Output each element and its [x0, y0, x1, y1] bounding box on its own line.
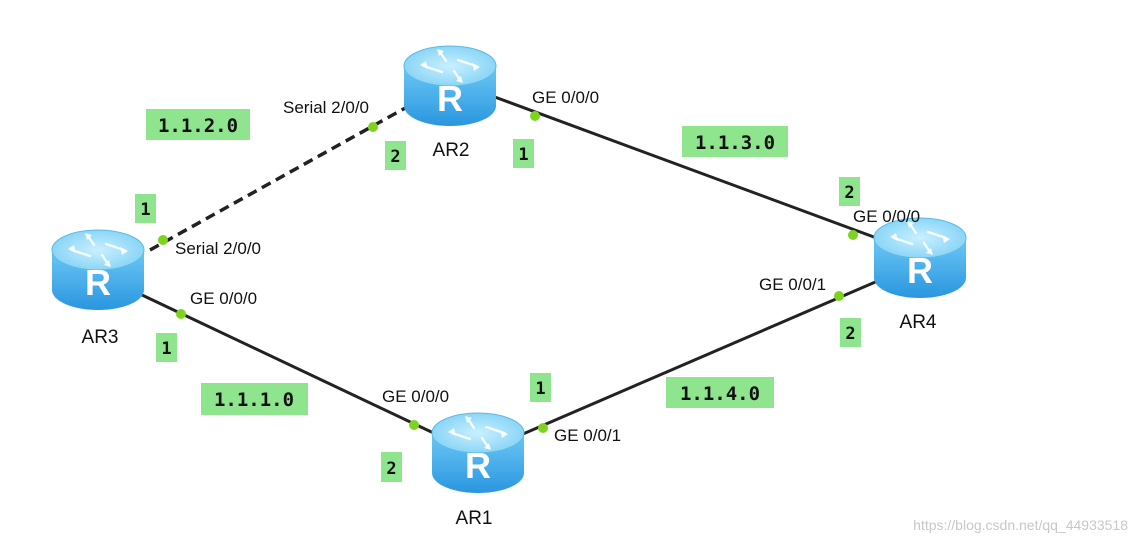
router-glyph: R	[437, 78, 463, 119]
router-ar2[interactable]: R	[402, 44, 498, 128]
svg-text:2: 2	[845, 324, 855, 344]
network-label-1-1-1-0: 1.1.1.0	[201, 383, 308, 415]
port-dot-ar2-serial[interactable]	[368, 122, 378, 132]
link-ar2-ar4	[491, 94, 883, 242]
port-label-ar1-ge000: GE 0/0/0	[382, 387, 449, 406]
svg-text:2: 2	[390, 147, 400, 167]
router-ar3[interactable]: R	[50, 228, 146, 312]
host-id-ar1-ge000: 2	[381, 452, 402, 482]
svg-text:2: 2	[386, 459, 396, 479]
link-ar3-ar1	[141, 293, 443, 439]
router-ar4[interactable]: R	[872, 216, 968, 300]
network-label-1-1-4-0: 1.1.4.0	[666, 377, 774, 408]
port-label-ar4-ge001: GE 0/0/1	[759, 275, 826, 294]
svg-text:1: 1	[140, 200, 150, 220]
port-dot-ar4-ge000[interactable]	[848, 230, 858, 240]
router-name-ar3: AR3	[82, 327, 119, 348]
host-id-ar3-ge000: 1	[156, 333, 177, 362]
host-id-ar3-serial: 1	[135, 194, 156, 223]
port-label-ar2-serial: Serial 2/0/0	[283, 98, 369, 117]
port-dot-ar4-ge001[interactable]	[834, 291, 844, 301]
port-dot-ar2-ge000[interactable]	[530, 111, 540, 121]
host-id-ar4-ge000: 2	[839, 177, 860, 206]
svg-text:1: 1	[161, 339, 171, 359]
link-ar3-ar2-serial	[149, 100, 417, 252]
port-dot-ar3-ge000[interactable]	[176, 309, 186, 319]
port-label-ar3-ge000: GE 0/0/0	[190, 289, 257, 308]
svg-text:1.1.2.0: 1.1.2.0	[158, 115, 238, 137]
router-ar1[interactable]: R	[430, 411, 526, 495]
router-name-ar2: AR2	[433, 140, 470, 161]
port-label-ar1-ge001: GE 0/0/1	[554, 426, 621, 445]
host-id-ar2-serial: 2	[385, 141, 406, 170]
link-ar1-ar4	[515, 278, 881, 439]
router-name-ar4: AR4	[900, 312, 937, 333]
router-glyph: R	[465, 445, 491, 486]
port-label-ar3-serial: Serial 2/0/0	[175, 239, 261, 258]
port-dot-ar1-ge000[interactable]	[409, 420, 419, 430]
router-glyph: R	[907, 250, 933, 291]
svg-text:1.1.3.0: 1.1.3.0	[695, 132, 775, 154]
network-label-1-1-3-0: 1.1.3.0	[682, 126, 788, 157]
svg-text:1: 1	[518, 145, 528, 165]
router-glyph: R	[85, 262, 111, 303]
svg-text:1.1.1.0: 1.1.1.0	[214, 389, 294, 411]
host-id-ar4-ge001: 2	[840, 318, 861, 347]
port-dot-ar1-ge001[interactable]	[538, 423, 548, 433]
host-id-ar1-ge001: 1	[530, 373, 551, 402]
host-id-ar2-ge000: 1	[513, 139, 534, 168]
watermark: https://blog.csdn.net/qq_44933518	[913, 517, 1128, 533]
router-name-ar1: AR1	[456, 508, 493, 529]
port-label-ar4-ge000: GE 0/0/0	[853, 207, 920, 226]
port-dot-ar3-serial[interactable]	[158, 235, 168, 245]
network-label-1-1-2-0: 1.1.2.0	[146, 109, 250, 140]
port-label-ar2-ge000: GE 0/0/0	[532, 88, 599, 107]
svg-text:1.1.4.0: 1.1.4.0	[680, 383, 760, 405]
svg-text:1: 1	[535, 379, 545, 399]
svg-text:2: 2	[844, 183, 854, 203]
